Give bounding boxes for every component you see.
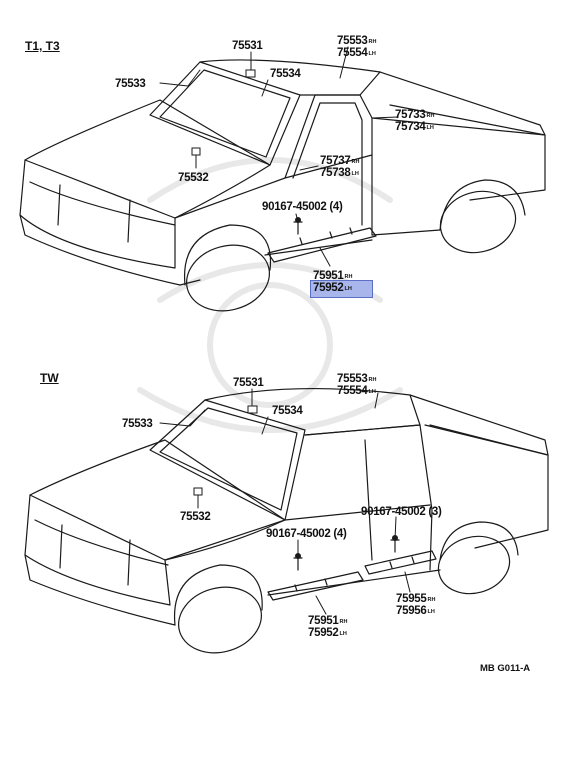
lower-label-75554: 75554LH [337,385,376,398]
lower-label-75533: 75533 [122,418,153,430]
lower-clip-75532 [193,487,203,496]
upper-90167-number: 90167-45002 [262,201,327,213]
lower-label-90167-rear: 90167-45002 (3) [361,506,442,518]
lower-label-75534: 75534 [272,405,303,417]
upper-75554-number: 75554 [337,47,368,59]
highlight-75952[interactable] [310,280,373,298]
lower-label-75531: 75531 [233,377,264,389]
lower-90167-rear-number: 90167-45002 [361,506,426,518]
upper-75737-number: 75737 [320,155,351,167]
upper-label-75533: 75533 [115,78,146,90]
lower-75554-number: 75554 [337,385,368,397]
lower-75955-side: RH [427,597,436,603]
upper-label-75733: 75733RH [395,109,434,122]
drawing-code: MB G011-A [480,663,531,674]
upper-90167-qty: (4) [329,201,343,213]
lower-label-75951: 75951RH [308,615,347,628]
lower-label-75956: 75956LH [396,605,435,618]
upper-label-75737: 75737RH [320,155,359,168]
lower-clip-75531 [247,405,258,414]
upper-label-75734: 75734LH [395,121,434,134]
lower-75951-side: RH [339,619,348,625]
lower-screw-rear [392,535,398,541]
lower-90167-front-number: 90167-45002 [266,528,331,540]
upper-label-75554: 75554LH [337,47,376,60]
upper-label-75531: 75531 [232,40,263,52]
lower-90167-front-qty: (4) [333,528,347,540]
lower-label-75553: 75553RH [337,373,376,386]
upper-section-title: T1, T3 [25,39,60,53]
lower-leader-lines [159,388,411,615]
upper-75553-number: 75553 [337,35,368,47]
upper-label-75952[interactable]: 75952LH [313,282,352,295]
lower-75952-number: 75952 [308,627,339,639]
upper-75733-side: RH [426,113,435,119]
upper-75554-side: LH [368,51,376,57]
lower-label-75532: 75532 [180,511,211,523]
lower-label-90167-front: 90167-45002 (4) [266,528,347,540]
upper-75952-number: 75952 [313,282,344,294]
lower-75951-number: 75951 [308,615,339,627]
lower-label-75955: 75955RH [396,593,435,606]
lower-75553-side: RH [368,377,377,383]
upper-truck-body [19,59,546,312]
upper-75738-number: 75738 [320,167,351,179]
upper-75733-number: 75733 [395,109,426,121]
upper-75734-side: LH [426,125,434,131]
upper-clip-75531 [245,69,256,78]
lower-75952-side: LH [339,631,347,637]
upper-75738-side: LH [351,171,359,177]
lower-75955-number: 75955 [396,593,427,605]
lower-75553-number: 75553 [337,373,368,385]
upper-75734-number: 75734 [395,121,426,133]
upper-75951-number: 75951 [313,270,344,282]
lower-section-title: TW [40,371,59,385]
upper-label-90167: 90167-45002 (4) [262,201,343,213]
lower-75554-side: LH [368,389,376,395]
upper-75737-side: RH [351,159,360,165]
upper-screw [295,217,301,223]
lower-screw-front [295,553,301,559]
upper-label-75738: 75738LH [320,167,359,180]
upper-label-75534: 75534 [270,68,301,80]
upper-clip-75532 [191,147,201,156]
upper-75952-side: LH [344,286,352,292]
upper-label-75532: 75532 [178,172,209,184]
lower-label-75952: 75952LH [308,627,347,640]
lower-90167-rear-qty: (3) [428,506,442,518]
upper-75553-side: RH [368,39,377,45]
lower-75956-side: LH [427,609,435,615]
upper-75951-side: RH [344,274,353,280]
lower-truck-body [24,388,549,654]
upper-label-75553: 75553RH [337,35,376,48]
lower-75956-number: 75956 [396,605,427,617]
upper-label-75951: 75951RH [313,270,352,283]
